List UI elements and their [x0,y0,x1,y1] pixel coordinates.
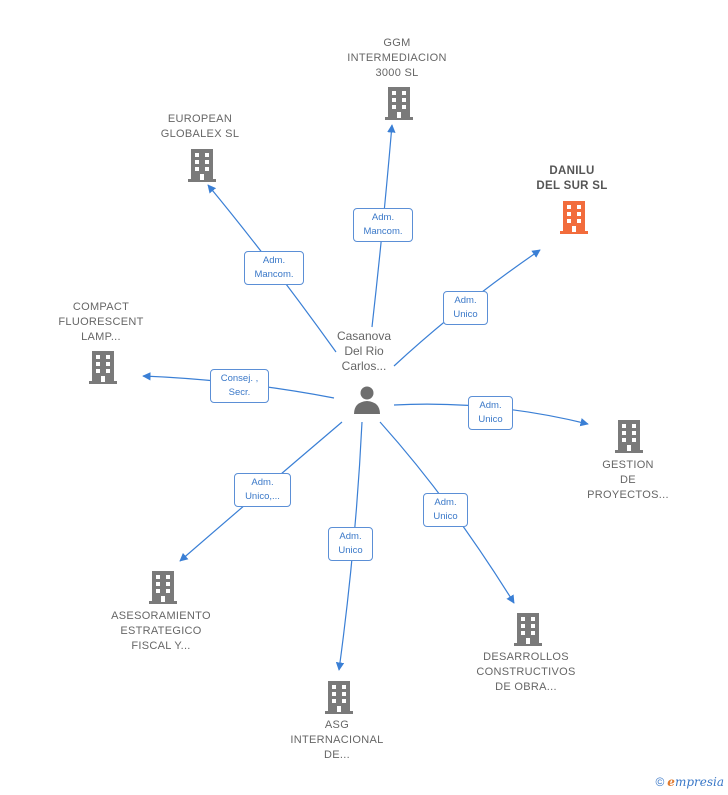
company-label-ggm[interactable]: GGM INTERMEDIACION 3000 SL [347,37,447,79]
relation-label-compact[interactable]: Consej. , Secr. [210,369,269,403]
brand-logo-text: mpresia [674,775,724,789]
relation-label-european[interactable]: Adm. Mancom. [244,251,304,285]
company-label-european[interactable]: EUROPEAN GLOBALEX SL [160,113,240,140]
building-icon[interactable] [186,147,218,183]
relation-label-ggm[interactable]: Adm. Mancom. [353,208,413,242]
copyright-symbol: © [655,775,665,789]
building-icon[interactable] [87,349,119,385]
building-icon[interactable] [512,611,544,647]
brand-logo-initial: e [667,775,675,789]
company-label-desarrollos[interactable]: DESARROLLOS CONSTRUCTIVOS DE OBRA... [476,651,576,693]
company-label-compact[interactable]: COMPACT FLUORESCENT LAMP... [58,301,144,343]
company-label-asesoramiento[interactable]: ASESORAMIENTO ESTRATEGICO FISCAL Y... [111,610,211,652]
relation-label-asesoramiento[interactable]: Adm. Unico,... [234,473,291,507]
company-label-gestion[interactable]: GESTION DE PROYECTOS... [587,459,669,501]
building-icon[interactable] [323,679,355,715]
relation-label-gestion[interactable]: Adm. Unico [468,396,513,430]
building-icon-highlighted[interactable] [558,199,590,235]
company-label-asg[interactable]: ASG INTERNACIONAL DE... [290,719,384,761]
building-icon[interactable] [147,569,179,605]
relation-label-danilu[interactable]: Adm. Unico [443,291,488,325]
center-person-label[interactable]: Casanova Del Rio Carlos... [336,329,392,373]
building-icon[interactable] [383,85,415,121]
brand-footer: ©empresia [655,775,724,789]
person-icon[interactable] [351,384,383,416]
company-label-danilu[interactable]: DANILU DEL SUR SL [536,165,608,192]
relation-label-desarrollos[interactable]: Adm. Unico [423,493,468,527]
relation-label-asg[interactable]: Adm. Unico [328,527,373,561]
building-icon[interactable] [613,418,645,454]
